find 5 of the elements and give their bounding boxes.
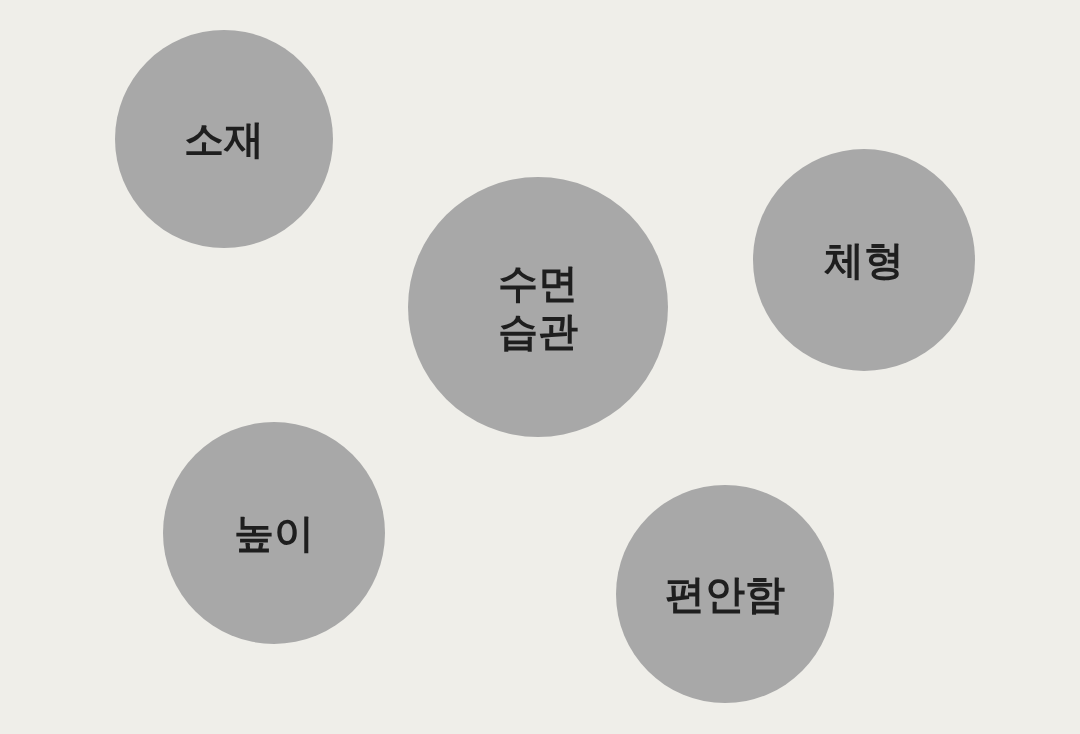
circle-label: 수면 습관 [497, 259, 579, 355]
circle-label: 소재 [184, 115, 264, 163]
circle-label: 체형 [824, 236, 904, 284]
circle-label: 높이 [234, 509, 314, 557]
circle-label: 편안함 [665, 570, 785, 618]
